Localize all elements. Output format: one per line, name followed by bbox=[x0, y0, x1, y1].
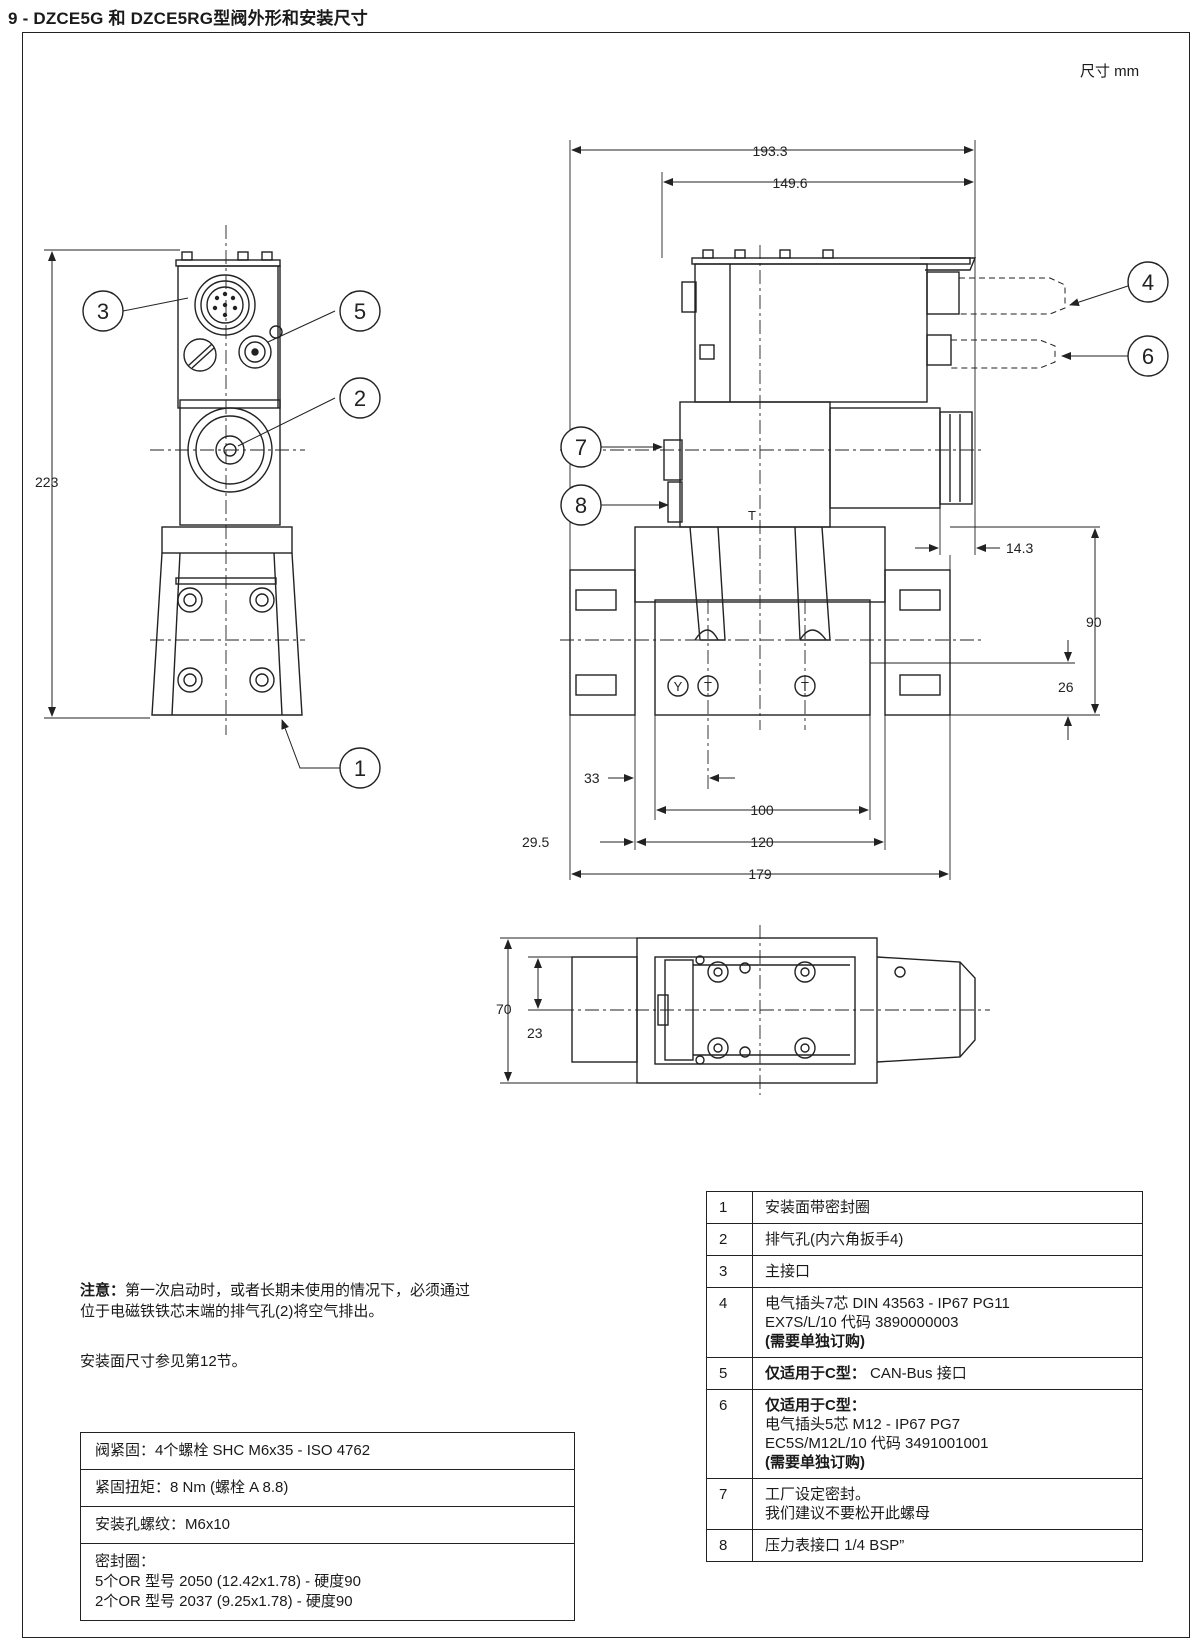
legend-text: 仅适用于C型： CAN-Bus 接口 bbox=[752, 1357, 1143, 1390]
dim-223: 223 bbox=[35, 474, 59, 490]
legend-number: 4 bbox=[706, 1287, 753, 1358]
dim-149: 149.6 bbox=[772, 175, 807, 191]
legend-row: 7 工厂设定密封。 我们建议不要松开此螺母 bbox=[706, 1478, 1143, 1530]
legend-line: 工厂设定密封。 bbox=[765, 1486, 871, 1503]
legend-line: (需要单独订购) bbox=[765, 1454, 865, 1471]
dim-179: 179 bbox=[748, 866, 772, 882]
spec-row: 密封圈： 5个OR 型号 2050 (12.42x1.78) - 硬度90 2个… bbox=[80, 1543, 575, 1621]
callout-5 bbox=[339, 290, 381, 332]
spec-line: 2个OR 型号 2037 (9.25x1.78) - 硬度90 bbox=[95, 1593, 353, 1610]
callout-label: 5 bbox=[354, 299, 366, 324]
legend-line: (需要单独订购) bbox=[765, 1333, 865, 1350]
reference-text: 安装面尺寸参见第12节。 bbox=[80, 1353, 247, 1370]
legend-number: 8 bbox=[706, 1529, 753, 1562]
legend-row: 8 压力表接口 1/4 BSP” bbox=[706, 1529, 1143, 1562]
dim-29: 29.5 bbox=[522, 834, 549, 850]
legend-table: 1 安装面带密封圈 2 排气孔(内六角扳手4) 3 主接口 4 电气插头7芯 D… bbox=[706, 1191, 1143, 1562]
legend-line: 电气插头5芯 M12 - IP67 PG7 bbox=[765, 1416, 961, 1433]
note-label: 注意： bbox=[80, 1282, 126, 1299]
callout-label: 1 bbox=[354, 756, 366, 781]
callout-2 bbox=[339, 377, 381, 419]
legend-number: 5 bbox=[706, 1357, 753, 1390]
note-line-1: 第一次启动时，或者长期未使用的情况下，必须通过 bbox=[125, 1282, 471, 1299]
legend-number: 2 bbox=[706, 1223, 753, 1256]
legend-text: 安装面带密封圈 bbox=[752, 1191, 1143, 1224]
dim-14: 14.3 bbox=[1006, 540, 1033, 556]
port-y-label: Y bbox=[674, 679, 683, 694]
legend-text: 仅适用于C型： 电气插头5芯 M12 - IP67 PG7 EC5S/M12L/… bbox=[752, 1389, 1143, 1479]
legend-line: EX7S/L/10 代码 3890000003 bbox=[765, 1314, 959, 1331]
legend-row: 1 安装面带密封圈 bbox=[706, 1191, 1143, 1224]
drawing-frame bbox=[22, 32, 1190, 1638]
unit-label: 尺寸 mm bbox=[1080, 63, 1140, 80]
legend-text: 排气孔(内六角扳手4) bbox=[752, 1223, 1143, 1256]
legend-text: 工厂设定密封。 我们建议不要松开此螺母 bbox=[752, 1478, 1143, 1530]
legend-row: 5 仅适用于C型： CAN-Bus 接口 bbox=[706, 1357, 1143, 1390]
callout-4 bbox=[1127, 261, 1169, 303]
callout-label: 7 bbox=[575, 435, 587, 460]
callout-label: 2 bbox=[354, 386, 366, 411]
port-t-label: T bbox=[704, 679, 712, 694]
legend-line: 我们建议不要松开此螺母 bbox=[765, 1505, 931, 1522]
legend-text: 主接口 bbox=[752, 1255, 1143, 1288]
legend-number: 3 bbox=[706, 1255, 753, 1288]
legend-row: 2 排气孔(内六角扳手4) bbox=[706, 1223, 1143, 1256]
spec-row: 紧固扭矩：8 Nm (螺栓 A 8.8) bbox=[80, 1469, 575, 1507]
legend-row: 6 仅适用于C型： 电气插头5芯 M12 - IP67 PG7 EC5S/M12… bbox=[706, 1389, 1143, 1479]
callout-3 bbox=[82, 290, 124, 332]
legend-text: 压力表接口 1/4 BSP” bbox=[752, 1529, 1143, 1562]
spec-table: 阀紧固：4个螺栓 SHC M6x35 - ISO 4762 紧固扭矩：8 Nm … bbox=[80, 1432, 575, 1621]
legend-row: 3 主接口 bbox=[706, 1255, 1143, 1288]
callout-label: 8 bbox=[575, 493, 587, 518]
port-t-label: T bbox=[748, 508, 756, 523]
legend-line: CAN-Bus 接口 bbox=[865, 1365, 967, 1382]
spec-line: 5个OR 型号 2050 (12.42x1.78) - 硬度90 bbox=[95, 1573, 361, 1590]
callout-8 bbox=[560, 484, 602, 526]
legend-bold: 仅适用于C型： bbox=[765, 1397, 866, 1414]
callout-6 bbox=[1127, 335, 1169, 377]
callout-label: 6 bbox=[1142, 344, 1154, 369]
callout-1 bbox=[339, 747, 381, 789]
legend-bold: 仅适用于C型： bbox=[765, 1365, 866, 1382]
spec-line: 密封圈： bbox=[95, 1553, 156, 1570]
legend-number: 6 bbox=[706, 1389, 753, 1479]
port-t-label: T bbox=[801, 679, 809, 694]
side-view bbox=[569, 249, 1066, 716]
callout-label: 3 bbox=[97, 299, 109, 324]
front-view bbox=[151, 251, 303, 716]
callout-label: 4 bbox=[1142, 270, 1154, 295]
dim-120: 120 bbox=[750, 834, 774, 850]
page-title: 9 - DZCE5G 和 DZCE5RG型阀外形和安装尺寸 bbox=[8, 9, 368, 28]
top-view bbox=[571, 937, 976, 1084]
legend-number: 7 bbox=[706, 1478, 753, 1530]
note-line-2: 位于电磁铁铁芯末端的排气孔(2)将空气排出。 bbox=[80, 1303, 384, 1320]
legend-text: 电气插头7芯 DIN 43563 - IP67 PG11 EX7S/L/10 代… bbox=[752, 1287, 1143, 1358]
dim-33: 33 bbox=[584, 770, 600, 786]
note-text: 注意：第一次启动时，或者长期未使用的情况下，必须通过 位于电磁铁铁芯末端的排气孔… bbox=[80, 1280, 570, 1322]
dim-26: 26 bbox=[1058, 679, 1074, 695]
dim-90: 90 bbox=[1086, 614, 1102, 630]
legend-number: 1 bbox=[706, 1191, 753, 1224]
dim-193: 193.3 bbox=[752, 143, 787, 159]
legend-line: EC5S/M12L/10 代码 3491001001 bbox=[765, 1435, 989, 1452]
dim-23: 23 bbox=[527, 1025, 543, 1041]
spec-row: 安装孔螺纹：M6x10 bbox=[80, 1506, 575, 1544]
dim-100: 100 bbox=[750, 802, 774, 818]
legend-row: 4 电气插头7芯 DIN 43563 - IP67 PG11 EX7S/L/10… bbox=[706, 1287, 1143, 1358]
spec-row: 阀紧固：4个螺栓 SHC M6x35 - ISO 4762 bbox=[80, 1432, 575, 1470]
legend-line: 电气插头7芯 DIN 43563 - IP67 PG11 bbox=[765, 1295, 1010, 1312]
callout-7 bbox=[560, 426, 602, 468]
dim-70: 70 bbox=[496, 1001, 512, 1017]
